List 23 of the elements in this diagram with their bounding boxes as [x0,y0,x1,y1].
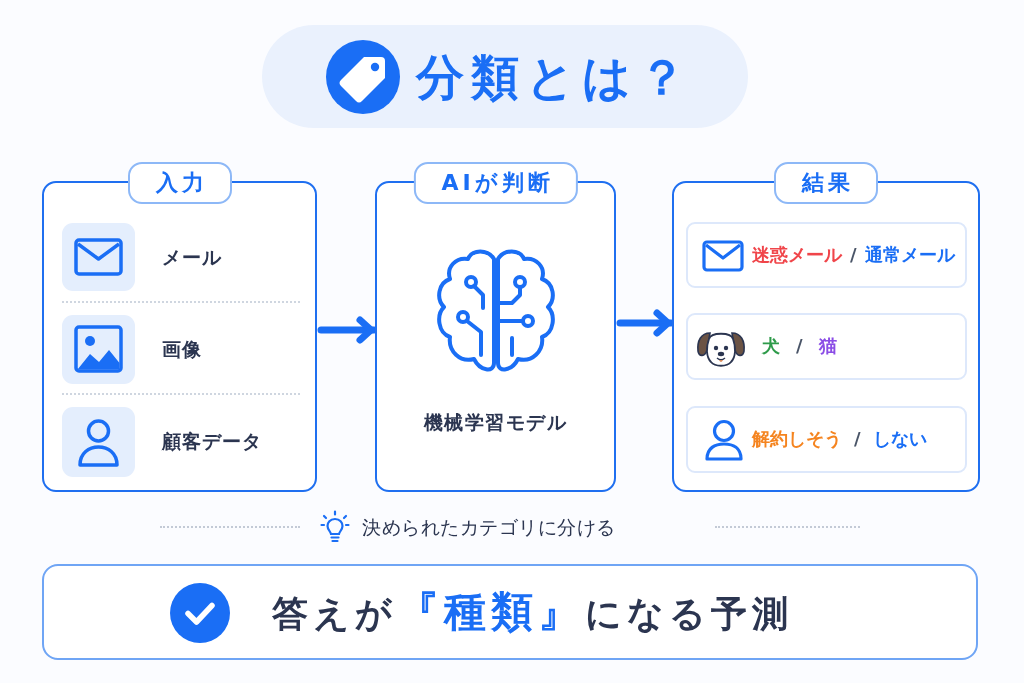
category-label: 犬 [762,334,780,358]
slash-separator: / [854,427,861,451]
category-label: 通常メール [864,243,955,267]
item-label: 顧客データ [162,429,262,454]
title-text: 分類とは？ [416,49,693,105]
slash-separator: / [850,243,857,267]
slash-separator: / [796,334,803,358]
section-tab: 結果 [774,162,878,204]
item-label: 画像 [162,337,202,362]
category-label: 猫 [818,334,837,358]
result-row [686,313,967,380]
category-label: 迷惑メール [752,243,842,267]
section-tab: 入力 [127,162,232,204]
category-label: しない [872,427,927,451]
section-tab: AIが判断 [413,162,578,204]
item-label: メール [162,245,222,270]
category-label: 解約しそう [752,427,842,451]
caption-text: 機械学習モデル [423,410,568,435]
note-text: 決められたカテゴリに分ける [362,515,616,540]
result-row [686,222,967,288]
result-row [686,406,967,473]
summary-text: 答えが『種類』になる予測 [272,586,793,638]
summary-panel [42,564,978,660]
